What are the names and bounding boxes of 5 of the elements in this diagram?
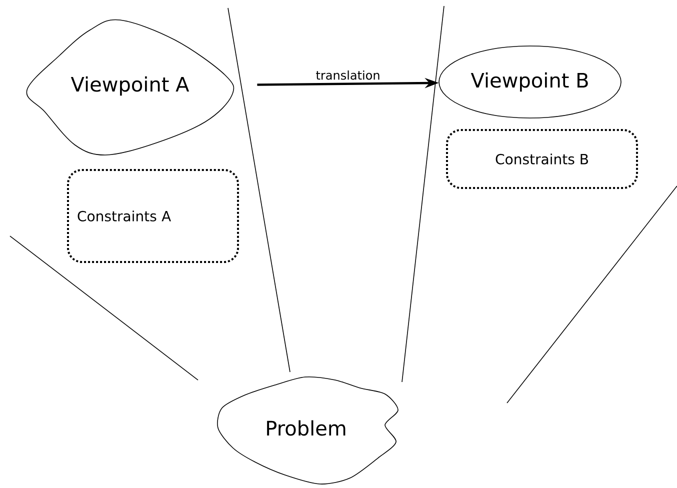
constraints-box: Constraints A <box>67 169 239 263</box>
viewpoint-blob: Viewpoint A <box>26 19 234 156</box>
edge-label: translation <box>316 70 380 80</box>
problem-cloud: Problem <box>217 376 398 484</box>
constraints-box: Constraints B <box>446 129 638 189</box>
